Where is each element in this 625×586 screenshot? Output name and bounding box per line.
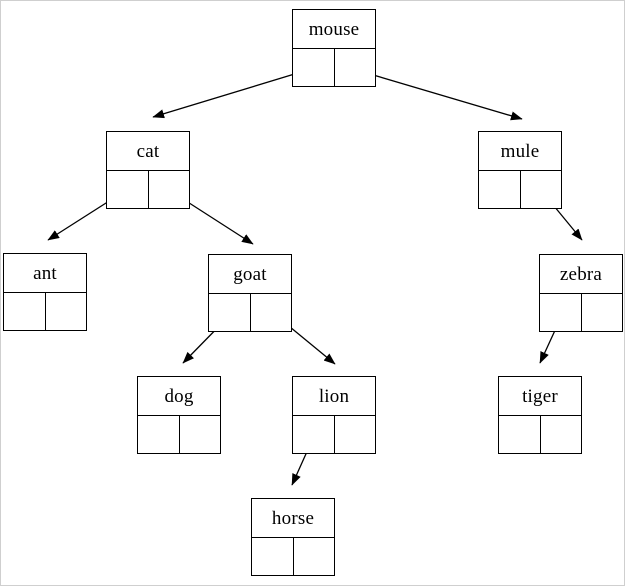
node-pointers-lion xyxy=(293,416,375,453)
tree-node-tiger[interactable]: tiger xyxy=(498,376,582,454)
node-right-pointer-mouse[interactable] xyxy=(334,49,375,86)
node-left-pointer-lion[interactable] xyxy=(293,416,335,453)
node-left-pointer-horse[interactable] xyxy=(252,538,294,575)
node-label-dog: dog xyxy=(138,377,220,416)
tree-edge-mouse-to-cat xyxy=(152,68,312,119)
node-left-pointer-tiger[interactable] xyxy=(499,416,541,453)
node-left-pointer-ant[interactable] xyxy=(4,293,46,330)
node-right-pointer-tiger[interactable] xyxy=(540,416,581,453)
node-pointers-cat xyxy=(107,171,189,208)
tree-node-ant[interactable]: ant xyxy=(3,253,87,331)
node-right-pointer-dog[interactable] xyxy=(179,416,220,453)
tree-node-goat[interactable]: goat xyxy=(208,254,292,332)
node-pointers-tiger xyxy=(499,416,581,453)
node-pointers-mule xyxy=(479,171,561,208)
node-label-ant: ant xyxy=(4,254,86,293)
node-label-lion: lion xyxy=(293,377,375,416)
node-pointers-horse xyxy=(252,538,334,575)
node-right-pointer-zebra[interactable] xyxy=(581,294,622,331)
node-left-pointer-zebra[interactable] xyxy=(540,294,582,331)
tree-node-mouse[interactable]: mouse xyxy=(292,9,376,87)
node-left-pointer-goat[interactable] xyxy=(209,294,251,331)
tree-node-zebra[interactable]: zebra xyxy=(539,254,623,332)
node-right-pointer-lion[interactable] xyxy=(334,416,375,453)
node-left-pointer-cat[interactable] xyxy=(107,171,149,208)
node-label-zebra: zebra xyxy=(540,255,622,294)
node-right-pointer-mule[interactable] xyxy=(520,171,561,208)
node-pointers-mouse xyxy=(293,49,375,86)
tree-edge-mouse-to-mule xyxy=(352,68,523,121)
node-pointers-dog xyxy=(138,416,220,453)
node-label-goat: goat xyxy=(209,255,291,294)
tree-node-dog[interactable]: dog xyxy=(137,376,221,454)
node-label-mouse: mouse xyxy=(293,10,375,49)
node-label-tiger: tiger xyxy=(499,377,581,416)
tree-node-lion[interactable]: lion xyxy=(292,376,376,454)
node-label-mule: mule xyxy=(479,132,561,171)
node-left-pointer-dog[interactable] xyxy=(138,416,180,453)
node-pointers-ant xyxy=(4,293,86,330)
node-left-pointer-mule[interactable] xyxy=(479,171,521,208)
node-pointers-goat xyxy=(209,294,291,331)
node-label-cat: cat xyxy=(107,132,189,171)
tree-node-cat[interactable]: cat xyxy=(106,131,190,209)
node-pointers-zebra xyxy=(540,294,622,331)
tree-node-horse[interactable]: horse xyxy=(251,498,335,576)
node-right-pointer-goat[interactable] xyxy=(250,294,291,331)
node-right-pointer-ant[interactable] xyxy=(45,293,86,330)
node-right-pointer-cat[interactable] xyxy=(148,171,189,208)
node-left-pointer-mouse[interactable] xyxy=(293,49,335,86)
node-right-pointer-horse[interactable] xyxy=(293,538,334,575)
tree-node-mule[interactable]: mule xyxy=(478,131,562,209)
node-label-horse: horse xyxy=(252,499,334,538)
